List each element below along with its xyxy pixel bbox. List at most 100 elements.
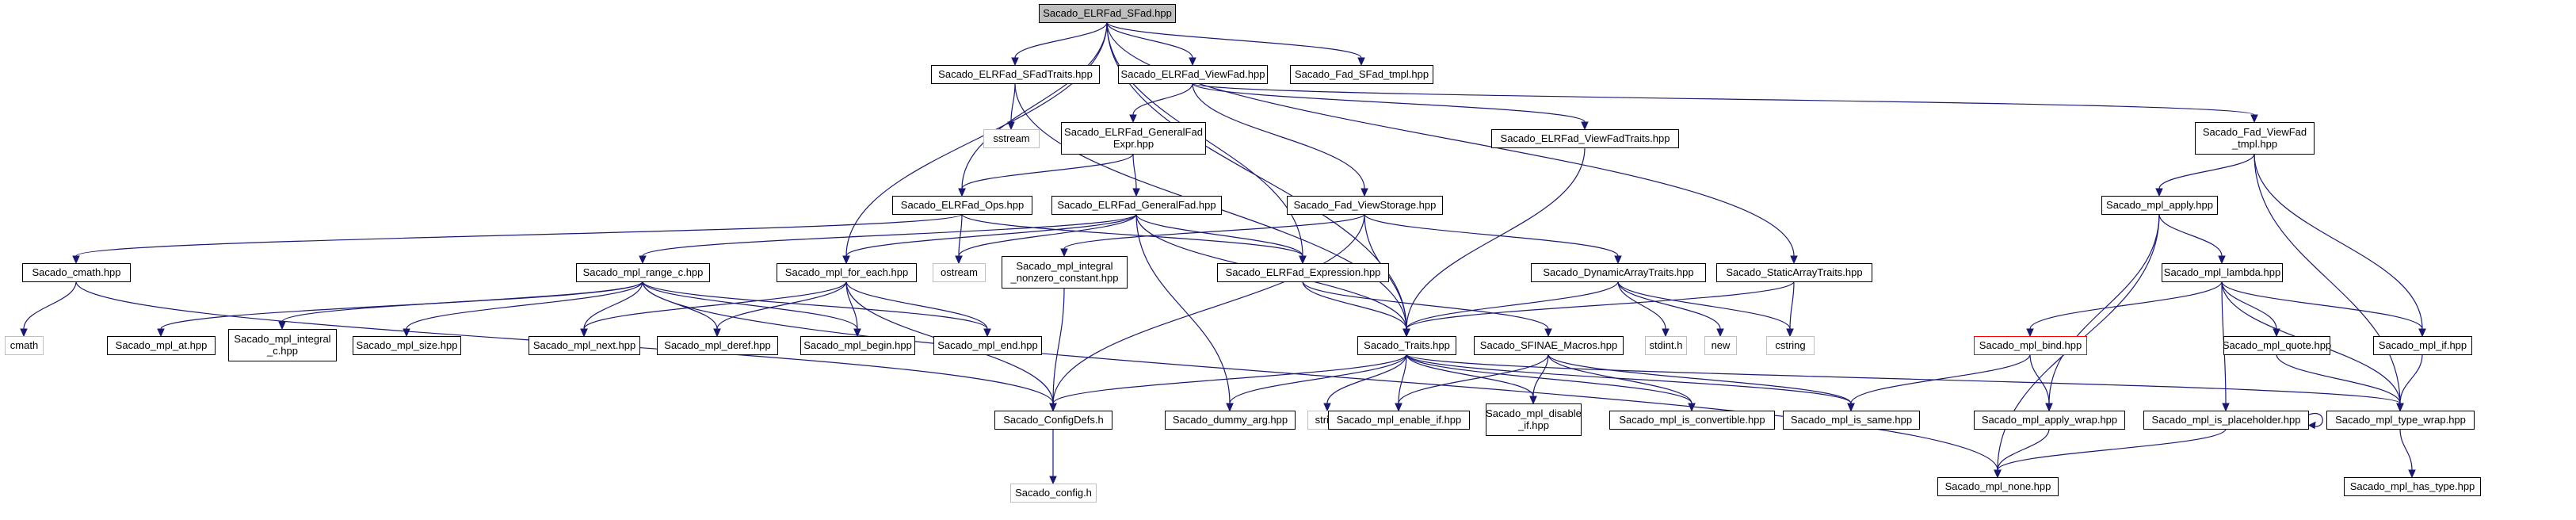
edge-viewfad-to-viewfadtraits	[1192, 82, 1589, 131]
node-mplbind[interactable]: Sacado_mpl_bind.hpp	[1974, 336, 2087, 355]
node-mplat[interactable]: Sacado_mpl_at.hpp	[107, 336, 216, 355]
node-stdint: stdint.h	[1645, 336, 1687, 355]
node-disableif[interactable]: Sacado_mpl_disable_if.hpp	[1486, 403, 1582, 436]
node-label: Sacado_ELRFad_ViewFadTraits.hpp	[1501, 132, 1670, 144]
edge-dynarray-to-stdint	[1617, 281, 1670, 338]
node-applywrap[interactable]: Sacado_mpl_apply_wrap.hpp	[1974, 411, 2125, 430]
node-label: ostream	[941, 266, 978, 278]
node-box	[931, 65, 1100, 84]
node-isplaceholder[interactable]: Sacado_mpl_is_placeholder.hpp	[2143, 411, 2309, 430]
node-box	[107, 336, 216, 355]
node-sfadtmpl[interactable]: Sacado_Fad_SFad_tmpl.hpp	[1290, 65, 1433, 84]
node-label: Sacado_mpl_at.hpp	[116, 339, 208, 351]
node-root[interactable]: Sacado_ELRFad_SFad.hpp	[1039, 4, 1176, 23]
node-viewfadtraits[interactable]: Sacado_ELRFad_ViewFadTraits.hpp	[1491, 129, 1679, 148]
edge-ops-to-cmathhpp	[72, 213, 963, 265]
node-label: Sacado_mpl_enable_if.hpp	[1337, 414, 1462, 426]
node-sfinae[interactable]: Sacado_SFINAE_Macros.hpp	[1474, 336, 1624, 355]
node-box	[228, 329, 337, 361]
edge-viewstorage-to-intnonzero	[1060, 213, 1365, 258]
node-box	[1766, 336, 1815, 355]
node-mplquote[interactable]: Sacado_mpl_quote.hpp	[2223, 336, 2331, 355]
node-ops[interactable]: Sacado_ELRFad_Ops.hpp	[892, 196, 1032, 215]
node-box	[1704, 336, 1737, 355]
node-typewrap[interactable]: Sacado_mpl_type_wrap.hpp	[2326, 411, 2475, 430]
node-mplnone[interactable]: Sacado_mpl_none.hpp	[1937, 477, 2059, 496]
node-intnonzero[interactable]: Sacado_mpl_integral_nonzero_constant.hpp	[1002, 256, 1128, 289]
node-viewfadtmpl[interactable]: Sacado_Fad_ViewFad_tmpl.hpp	[2195, 122, 2315, 155]
node-box	[983, 129, 1040, 148]
node-box	[777, 263, 917, 282]
node-label: sstream	[993, 132, 1029, 144]
node-label: Sacado_mpl_apply_wrap.hpp	[1982, 414, 2117, 426]
node-mplbegin[interactable]: Sacado_mpl_begin.hpp	[800, 336, 915, 355]
node-label: Sacado_Fad_SFad_tmpl.hpp	[1295, 68, 1429, 80]
node-mplend[interactable]: Sacado_mpl_end.hpp	[933, 336, 1042, 355]
node-label: stdint.h	[1650, 339, 1683, 351]
node-cmathhpp[interactable]: Sacado_cmath.hpp	[22, 263, 131, 282]
node-traits[interactable]: Sacado_Traits.hpp	[1357, 336, 1456, 355]
node-label: Sacado_cmath.hpp	[32, 266, 120, 278]
node-viewfad[interactable]: Sacado_ELRFad_ViewFad.hpp	[1118, 65, 1268, 84]
node-box	[1974, 336, 2087, 355]
node-isconvertible[interactable]: Sacado_mpl_is_convertible.hpp	[1609, 411, 1775, 430]
node-box	[1290, 65, 1433, 84]
node-label: Sacado_mpl_disable	[1486, 407, 1582, 419]
edge-staticarray-to-traits	[1402, 281, 1795, 338]
node-dummyarg[interactable]: Sacado_dummy_arg.hpp	[1165, 411, 1296, 430]
node-mplsize[interactable]: Sacado_mpl_size.hpp	[353, 336, 461, 355]
edge-generalfad-to-ostream	[955, 213, 1137, 265]
node-new: new	[1704, 336, 1737, 355]
edge-traits-to-string	[1323, 354, 1407, 412]
node-mplintc[interactable]: Sacado_mpl_integral_c.hpp	[228, 329, 337, 361]
node-box	[892, 196, 1032, 215]
node-sstream: sstream	[983, 129, 1040, 148]
edge-expression-to-traits	[1302, 281, 1410, 338]
node-label: Sacado_mpl_has_type.hpp	[2350, 480, 2475, 492]
edge-expression-to-sfinae	[1302, 281, 1552, 338]
node-box	[1051, 196, 1222, 215]
node-enableif[interactable]: Sacado_mpl_enable_if.hpp	[1328, 411, 1470, 430]
node-lambda[interactable]: Sacado_mpl_lambda.hpp	[2162, 263, 2283, 282]
edge-viewfad-to-generalfadexpr	[1129, 82, 1193, 124]
node-mplnext[interactable]: Sacado_mpl_next.hpp	[529, 336, 640, 355]
node-ostream: ostream	[933, 263, 986, 282]
node-label: Sacado_ELRFad_SFadTraits.hpp	[938, 68, 1093, 80]
node-viewstorage[interactable]: Sacado_Fad_ViewStorage.hpp	[1287, 196, 1443, 215]
node-box	[1474, 336, 1624, 355]
node-box	[800, 336, 915, 355]
node-box	[1118, 65, 1268, 84]
node-generalfad[interactable]: Sacado_ELRFad_GeneralFad.hpp	[1051, 196, 1222, 215]
edge-foreach-to-mplnext	[580, 281, 847, 338]
edge-mplif-to-typewrap	[2396, 354, 2423, 412]
node-hastype[interactable]: Sacado_mpl_has_type.hpp	[2344, 477, 2481, 496]
node-mplapply[interactable]: Sacado_mpl_apply.hpp	[2101, 196, 2218, 215]
node-issame[interactable]: Sacado_mpl_is_same.hpp	[1783, 411, 1920, 430]
node-label: Sacado_mpl_end.hpp	[937, 339, 1038, 351]
node-label: Sacado_ELRFad_Ops.hpp	[901, 199, 1024, 211]
node-dynarray[interactable]: Sacado_DynamicArrayTraits.hpp	[1531, 263, 1706, 282]
node-sfadtraits[interactable]: Sacado_ELRFad_SFadTraits.hpp	[931, 65, 1100, 84]
edge-rangec-to-mplat	[157, 281, 643, 338]
node-box	[1531, 263, 1706, 282]
node-label: Sacado_mpl_integral	[234, 333, 330, 345]
node-configdefs[interactable]: Sacado_ConfigDefs.h	[994, 411, 1112, 430]
edge-viewfad-to-viewfadtmpl	[1192, 82, 2258, 124]
node-rangec[interactable]: Sacado_mpl_range_c.hpp	[576, 263, 710, 282]
edge-generalfad-to-expression	[1135, 213, 1307, 265]
node-expression[interactable]: Sacado_ELRFad_Expression.hpp	[1217, 263, 1389, 282]
node-staticarray[interactable]: Sacado_StaticArrayTraits.hpp	[1716, 263, 1872, 282]
edge-isplaceholder-to-mplnone	[1994, 428, 2227, 479]
node-cmath: cmath	[5, 336, 44, 355]
node-mplderef[interactable]: Sacado_mpl_deref.hpp	[657, 336, 778, 355]
edge-generalfad-to-rangec	[639, 213, 1137, 265]
node-label: new	[1712, 339, 1731, 351]
node-foreach[interactable]: Sacado_mpl_for_each.hpp	[777, 263, 917, 282]
node-mplif[interactable]: Sacado_mpl_if.hpp	[2373, 336, 2472, 355]
node-box	[1165, 411, 1296, 430]
edge-configdefs-to-confighdr	[1049, 429, 1057, 485]
node-confighdr: Sacado_config.h	[1010, 484, 1097, 503]
edge-dynarray-to-new	[1617, 281, 1724, 338]
node-box	[1937, 477, 2059, 496]
